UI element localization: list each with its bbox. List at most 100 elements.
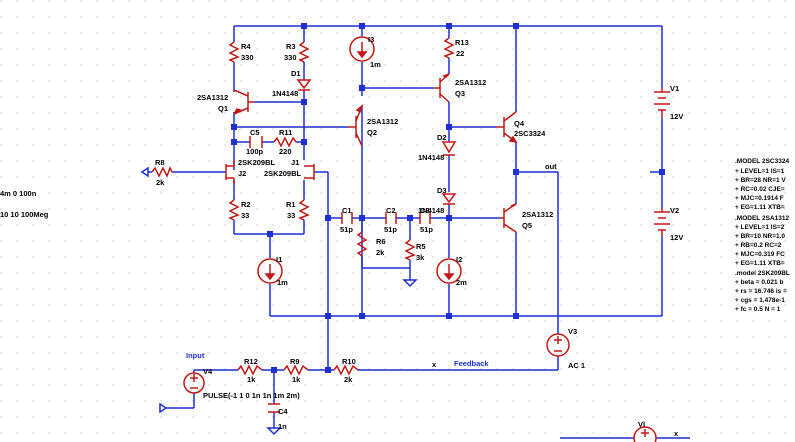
diode-d1 <box>296 79 312 91</box>
capacitor-c3 <box>419 212 431 224</box>
junction-dot <box>301 99 307 105</box>
v4-ref: V4 <box>203 367 213 376</box>
model-line: + fc = 0.5 N = 1 <box>735 306 781 313</box>
current-source-i1 <box>257 258 283 284</box>
current-source-i2 <box>436 258 462 284</box>
transistor-q5 <box>500 203 517 233</box>
r4-ref: R4 <box>241 42 251 51</box>
junction-dot <box>271 367 277 373</box>
c4-ref: C4 <box>278 407 288 416</box>
grounds <box>140 166 418 436</box>
v1-ref: V1 <box>670 84 679 93</box>
resistor-r12 <box>237 364 263 376</box>
transistor-q1 <box>233 89 254 115</box>
model-line: + rs = 16.746 is = <box>735 288 787 295</box>
capacitor-c4 <box>268 403 280 413</box>
ground-c4 <box>266 427 282 436</box>
net-label-x: x <box>432 360 437 369</box>
components <box>151 36 670 442</box>
junction-dot <box>659 169 665 175</box>
r1-ref: R1 <box>286 200 296 209</box>
r1-value: 33 <box>287 211 295 220</box>
v1-value: 12V <box>670 112 683 121</box>
q3-ref: Q3 <box>455 89 465 98</box>
left-directive-1: 4m 0 100n <box>0 189 37 198</box>
model-line: + LEVEL=1 IS=1 <box>735 168 785 175</box>
model-line: .MODEL 2SC3324 <box>735 158 789 165</box>
c3-ref: C3 <box>420 206 430 215</box>
r5-ref: R5 <box>416 242 426 251</box>
r13-value: 22 <box>456 49 464 58</box>
junction-dot <box>231 139 237 145</box>
transistor-q3 <box>434 73 450 103</box>
jfet-j2 <box>225 160 235 184</box>
junction-dot <box>359 23 365 29</box>
r9-value: 1k <box>292 375 301 384</box>
q1-ref: Q1 <box>218 104 228 113</box>
c1-ref: C1 <box>342 206 352 215</box>
c2-value: 51p <box>384 225 397 234</box>
r9-ref: R9 <box>290 357 300 366</box>
model-line: + LEVEL=1 IS=2 <box>735 224 785 231</box>
model-line: .MODEL 2SA1312 <box>735 215 789 222</box>
junction-dot <box>301 23 307 29</box>
d3-ref: D3 <box>437 186 447 195</box>
r12-value: 1k <box>247 375 256 384</box>
r13-ref: R13 <box>455 38 469 47</box>
q2-model: 2SA1312 <box>367 117 398 126</box>
capacitor-c2 <box>385 212 397 224</box>
model-line: + MJC=0.319 FC <box>735 251 785 258</box>
resistor-r10 <box>333 364 359 376</box>
i1-value: 1m <box>277 278 288 287</box>
q1-model: 2SA1312 <box>197 93 228 102</box>
c5-value: 100p <box>246 147 264 156</box>
q4-model: 2SC3324 <box>514 129 546 138</box>
i2-value: 2m <box>456 278 467 287</box>
junction-dot <box>359 313 365 319</box>
v2-value: 12V <box>670 233 683 242</box>
resistor-r5 <box>404 239 416 261</box>
r8-ref: R8 <box>155 158 165 167</box>
junction-dot <box>407 215 413 221</box>
model-line: + EG=1.11 XTB= <box>735 260 785 267</box>
r2-ref: R2 <box>241 200 251 209</box>
model-line: + RC=0.02 CJE= <box>735 186 785 193</box>
q5-model: 2SA1312 <box>522 210 553 219</box>
junction-dot <box>513 169 519 175</box>
left-directive-2: 10 10 100Meg <box>0 210 49 219</box>
junction-dot <box>446 23 452 29</box>
comment-labels: Input Feedback <box>186 351 489 368</box>
resistor-r6 <box>356 231 368 257</box>
junction-dot <box>359 85 365 91</box>
junction-dot <box>513 313 519 319</box>
r11-ref: R11 <box>279 128 292 137</box>
resistor-r1 <box>298 199 310 221</box>
input-port-flag <box>140 166 149 178</box>
junction-dot <box>231 124 237 130</box>
j1-ref: J1 <box>291 158 299 167</box>
r11-value: 220 <box>279 147 292 156</box>
junction-dot <box>446 124 452 130</box>
v3-ref: V3 <box>568 327 577 336</box>
junction-dots <box>231 23 665 373</box>
model-line: + beta = 0.021 b <box>735 279 783 286</box>
i2-ref: I2 <box>456 255 462 264</box>
v2-ref: V2 <box>670 206 679 215</box>
battery-v2 <box>654 208 670 236</box>
resistor-r8 <box>151 166 173 178</box>
resistor-r3 <box>298 41 310 63</box>
r10-value: 2k <box>344 375 353 384</box>
d3-value: 1N4148 <box>418 206 444 215</box>
jfet-j1 <box>304 164 315 180</box>
model-line: .model 2SK209BL <box>735 270 790 277</box>
q5-ref: Q5 <box>522 221 532 230</box>
voltage-source-v4 <box>183 372 205 394</box>
resistor-r11 <box>273 136 297 148</box>
c1-value: 51p <box>340 225 353 234</box>
junction-dot <box>446 313 452 319</box>
c3-value: 51p <box>420 225 433 234</box>
model-line: + BR=28 NR=1 V <box>735 177 786 184</box>
r6-value: 2k <box>376 248 385 257</box>
diode-d2 <box>441 141 457 156</box>
